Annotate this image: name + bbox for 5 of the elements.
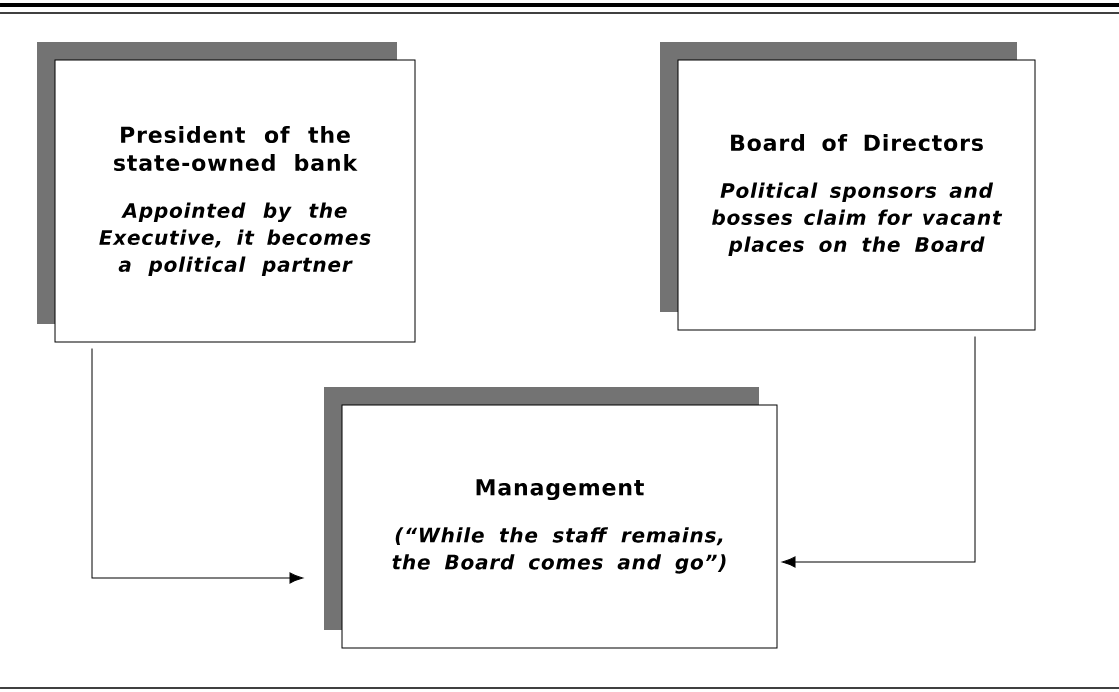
arrow	[781, 336, 976, 568]
shadowed-box: President of the state-owned bank Appointed by the Executive, it becomes a political partner	[37, 42, 416, 343]
arrow	[91, 348, 304, 584]
shadowed-box: Management (“While the staff remains, the Board comes and go”)	[324, 387, 778, 649]
shadowed-box: Board of Directors Political sponsors and bosses claim for vacant places on the Board	[660, 42, 1036, 331]
